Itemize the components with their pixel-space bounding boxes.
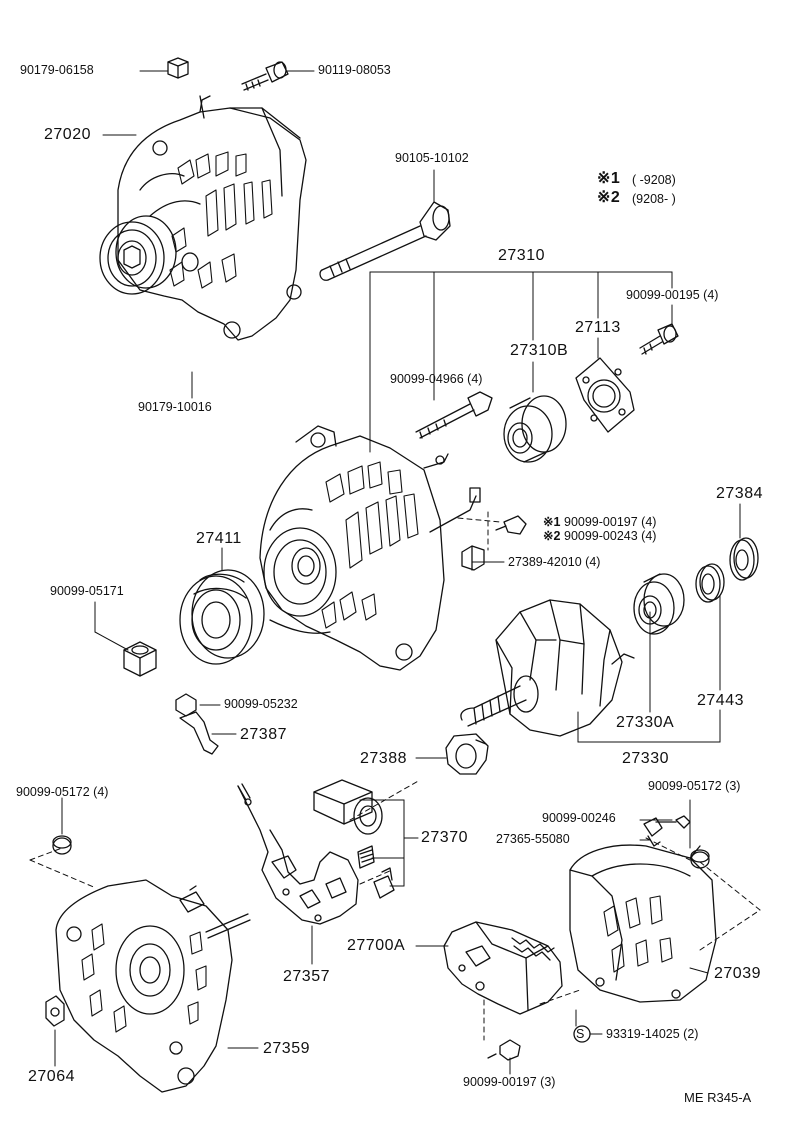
label-90099-00195[interactable]: 90099-00195 (4) [626,288,719,302]
bearing-27310B[interactable] [504,396,566,462]
label-90179-06158[interactable]: 90179-06158 [20,63,94,77]
s-mark: S [576,1027,585,1041]
label-90099-00243[interactable]: 90099-00243 (4) [564,529,657,543]
bolt-90119-08053[interactable] [242,62,288,90]
note1-mark-screw: ※1 [543,515,561,529]
label-27310[interactable]: 27310 [498,247,545,264]
cover-27384[interactable] [730,538,758,580]
regulator-27700A[interactable] [444,922,562,1014]
label-90105-10102[interactable]: 90105-10102 [395,151,469,165]
leader-lines [55,71,740,1074]
pulley-27411[interactable] [180,570,264,664]
label-93319-14025[interactable]: 93319-14025 (2) [606,1027,699,1041]
label-90099-04966[interactable]: 90099-04966 (4) [390,372,483,386]
nut-90099-05171[interactable] [124,642,156,676]
ring-27443[interactable] [696,564,724,602]
label-27359[interactable]: 27359 [263,1040,310,1057]
label-27039[interactable]: 27039 [714,965,761,982]
legend-note2-range: (9208- ) [632,192,676,206]
label-27330A[interactable]: 27330A [616,714,675,731]
label-27357[interactable]: 27357 [283,968,330,985]
label-90099-00246[interactable]: 90099-00246 [542,811,616,825]
label-90099-05232[interactable]: 90099-05232 [224,697,298,711]
rectifier-27357[interactable] [238,784,358,924]
label-27389-42010[interactable]: 27389-42010 (4) [508,555,601,569]
label-27365-55080[interactable]: 27365-55080 [496,832,570,846]
label-27443[interactable]: 27443 [697,692,744,709]
label-27020[interactable]: 27020 [44,126,91,143]
label-90179-10016[interactable]: 90179-10016 [138,400,212,414]
label-27310B[interactable]: 27310B [510,342,569,359]
label-27064[interactable]: 27064 [28,1068,75,1085]
label-90099-00197-a[interactable]: 90099-00197 (4) [564,515,657,529]
label-27411[interactable]: 27411 [196,530,242,547]
through-bolt-90105-10102[interactable] [320,202,450,280]
label-27370[interactable]: 27370 [421,829,468,846]
note2-mark-screw: ※2 [543,529,561,543]
label-90099-00197-b[interactable]: 90099-00197 (3) [463,1075,556,1089]
label-27700A[interactable]: 27700A [347,937,406,954]
nut-90099-05172-right[interactable] [691,850,709,868]
bearing-27330A[interactable] [634,574,684,634]
label-90119-08053[interactable]: 90119-08053 [318,63,391,77]
label-27387[interactable]: 27387 [240,726,287,743]
plate-27064[interactable] [46,996,64,1026]
screw-90099-00197-bottom[interactable] [488,1040,520,1060]
nut-90179-06158[interactable] [168,58,188,78]
nut-90099-05172-left[interactable] [53,836,71,854]
label-90099-05171[interactable]: 90099-05171 [50,584,124,598]
terminal-bolt-27387[interactable] [176,694,218,754]
label-27330[interactable]: 27330 [622,750,669,767]
alternator-27020[interactable] [100,96,306,340]
dashed-lines [30,512,760,1040]
insulator-27389-42010[interactable] [462,546,484,570]
screw-90099-04966[interactable] [416,392,492,438]
label-27384[interactable]: 27384 [716,485,763,502]
rear-cover-27039[interactable] [570,845,716,1002]
legend-note2-mark: ※2 [597,189,621,206]
retainer-plate-27113[interactable] [576,358,634,432]
label-90099-05172-a[interactable]: 90099-05172 (4) [16,785,109,799]
rotor-27330[interactable] [461,600,634,736]
bolt-90099-00195[interactable] [640,324,678,354]
screw-93319-14025[interactable] [574,1026,590,1042]
legend-note1-mark: ※1 [597,170,621,187]
legend-note1-range: ( -9208) [632,173,676,187]
drive-end-frame[interactable] [260,426,480,670]
label-90099-05172-b[interactable]: 90099-05172 (3) [648,779,741,793]
diagram-code: ME R345-A [684,1090,752,1105]
brush-holder-27370[interactable] [314,780,394,898]
insulator-27388[interactable] [446,734,488,774]
rear-end-frame-27359[interactable] [56,880,250,1092]
screw-90099-00197[interactable] [496,516,526,534]
label-27113[interactable]: 27113 [575,319,621,336]
screw-90099-00246[interactable] [644,816,690,846]
label-27388[interactable]: 27388 [360,750,407,767]
